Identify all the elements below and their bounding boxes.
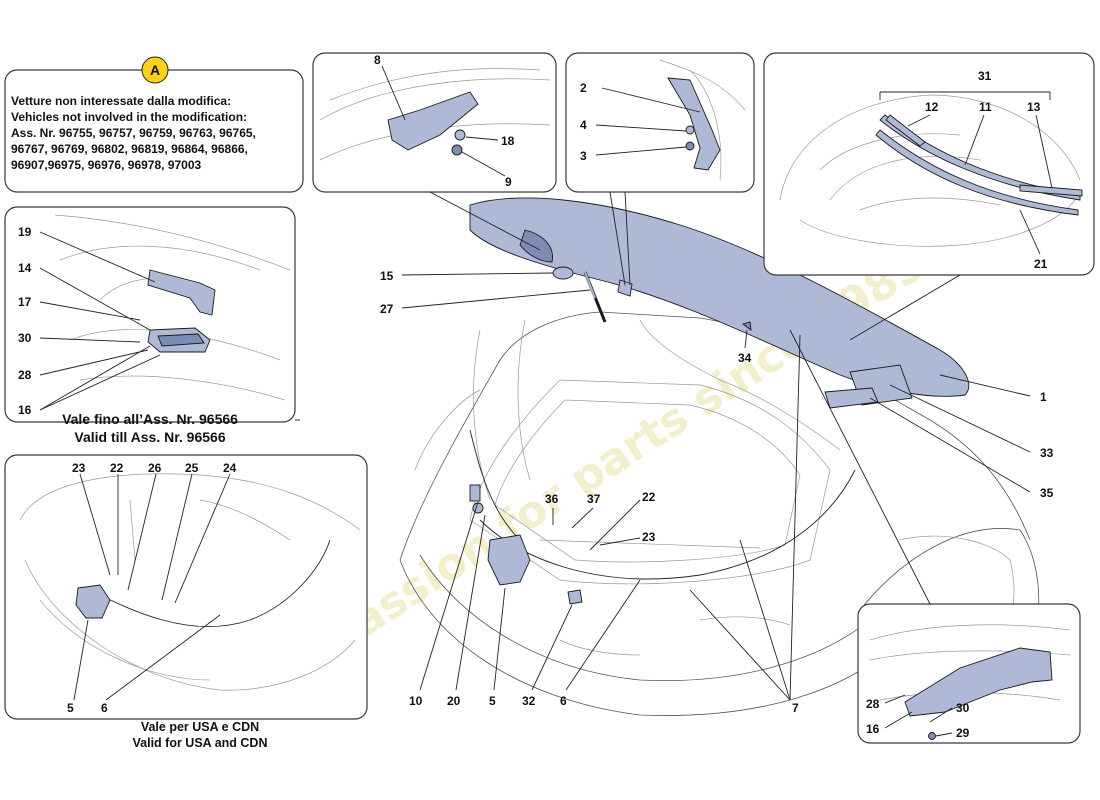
label-4: 4 <box>580 118 587 132</box>
note-line-5: 96907,96975, 96976, 96978, 97003 <box>11 158 202 172</box>
seal-13 <box>1019 184 1083 197</box>
label-34: 34 <box>738 351 752 365</box>
caption-bottom-left-it: Vale per USA e CDN <box>141 720 259 734</box>
pin-10 <box>469 484 481 502</box>
label-21: 21 <box>1034 257 1048 271</box>
inset-left-mid: 19 14 17 30 28 16 Vale fino all’Ass. Nr.… <box>4 206 296 445</box>
label-1: 1 <box>1040 390 1047 404</box>
label-6b: 6 <box>560 694 567 708</box>
label-30a: 30 <box>18 331 32 345</box>
label-35: 35 <box>1040 486 1054 500</box>
hinge-2 <box>667 77 721 171</box>
label-28b: 28 <box>866 697 880 711</box>
label-14: 14 <box>18 261 32 275</box>
label-22a: 22 <box>110 461 124 475</box>
hood-bracket <box>519 229 553 263</box>
label-19: 19 <box>18 225 32 239</box>
label-10: 10 <box>409 694 423 708</box>
seal-inner <box>157 333 205 347</box>
label-31: 31 <box>978 69 992 83</box>
badge-label: A <box>150 62 160 78</box>
bolt-3 <box>685 141 695 151</box>
main-labels: 15 27 34 1 33 35 36 37 22 23 10 20 5 32 … <box>380 269 1054 715</box>
label-2: 2 <box>580 81 587 95</box>
caption-left-mid-it: Vale fino all’Ass. Nr. 96566 <box>62 411 238 427</box>
label-8: 8 <box>374 53 381 67</box>
label-12: 12 <box>925 100 939 114</box>
label-6a: 6 <box>101 701 108 715</box>
bracket-8 <box>387 91 479 151</box>
clip-34 <box>742 321 752 331</box>
label-15: 15 <box>380 269 394 283</box>
label-16b: 16 <box>866 722 880 736</box>
caption-left-mid-en: Valid till Ass. Nr. 96566 <box>74 429 225 445</box>
label-16a: 16 <box>18 403 32 417</box>
badge-circle <box>141 56 169 84</box>
label-5b: 5 <box>489 694 496 708</box>
note-line-3: Ass. Nr. 96755, 96757, 96759, 96763, 967… <box>11 126 256 140</box>
note-line-4: 96767, 96769, 96802, 96819, 96864, 96866… <box>11 142 248 156</box>
label-28a: 28 <box>18 368 32 382</box>
label-29: 29 <box>956 726 970 740</box>
label-24: 24 <box>223 461 237 475</box>
inset-top-left: 8 18 9 <box>312 52 557 193</box>
nut-18 <box>454 129 466 141</box>
latch-main <box>487 534 531 586</box>
main-car-drawing <box>399 311 1040 716</box>
label-17: 17 <box>18 295 32 309</box>
label-25: 25 <box>185 461 199 475</box>
clip-32 <box>567 589 583 605</box>
label-30b: 30 <box>956 701 970 715</box>
label-26: 26 <box>148 461 162 475</box>
label-5a: 5 <box>67 701 74 715</box>
label-33: 33 <box>1040 446 1054 460</box>
inset-top-mid: 2 4 3 <box>565 52 755 193</box>
duct-lower <box>904 647 1053 717</box>
note-box: A Vetture non interessate dalla modifica… <box>4 56 304 193</box>
caption-bottom-left-en: Valid for USA and CDN <box>133 736 268 750</box>
grommet-20 <box>472 502 484 514</box>
label-7: 7 <box>792 701 799 715</box>
latch-5a <box>75 584 111 619</box>
lower-bracket <box>824 387 879 409</box>
bushing-9 <box>451 144 463 156</box>
bumper-stop <box>552 266 574 280</box>
label-9: 9 <box>505 175 512 189</box>
seal-12 <box>885 114 926 147</box>
inset-bottom-left: 23 22 26 25 24 5 6 Vale per USA e CDN Va… <box>4 454 368 750</box>
label-36: 36 <box>545 492 559 506</box>
label-11: 11 <box>979 100 992 114</box>
label-18: 18 <box>501 134 515 148</box>
label-13: 13 <box>1027 100 1041 114</box>
label-3: 3 <box>580 149 587 163</box>
label-23b: 23 <box>642 530 656 544</box>
hinge-main <box>617 279 633 297</box>
label-23a: 23 <box>72 461 86 475</box>
seal-21 <box>875 129 1079 216</box>
inset-connectors <box>295 191 961 605</box>
label-32: 32 <box>522 694 536 708</box>
label-27: 27 <box>380 302 394 316</box>
inset-top-right: 31 12 11 13 21 <box>763 52 1095 276</box>
label-37: 37 <box>587 492 601 506</box>
inset-bottom-right: 28 16 30 29 <box>857 603 1081 744</box>
hood-part <box>469 197 970 397</box>
washer-4 <box>685 125 695 135</box>
label-20: 20 <box>447 694 461 708</box>
screw-29 <box>928 732 936 740</box>
label-22b: 22 <box>642 490 656 504</box>
note-line-2: Vehicles not involved in the modificatio… <box>11 110 247 124</box>
note-line-1: Vetture non interessate dalla modifica: <box>11 94 231 108</box>
duct-19 <box>147 269 216 316</box>
